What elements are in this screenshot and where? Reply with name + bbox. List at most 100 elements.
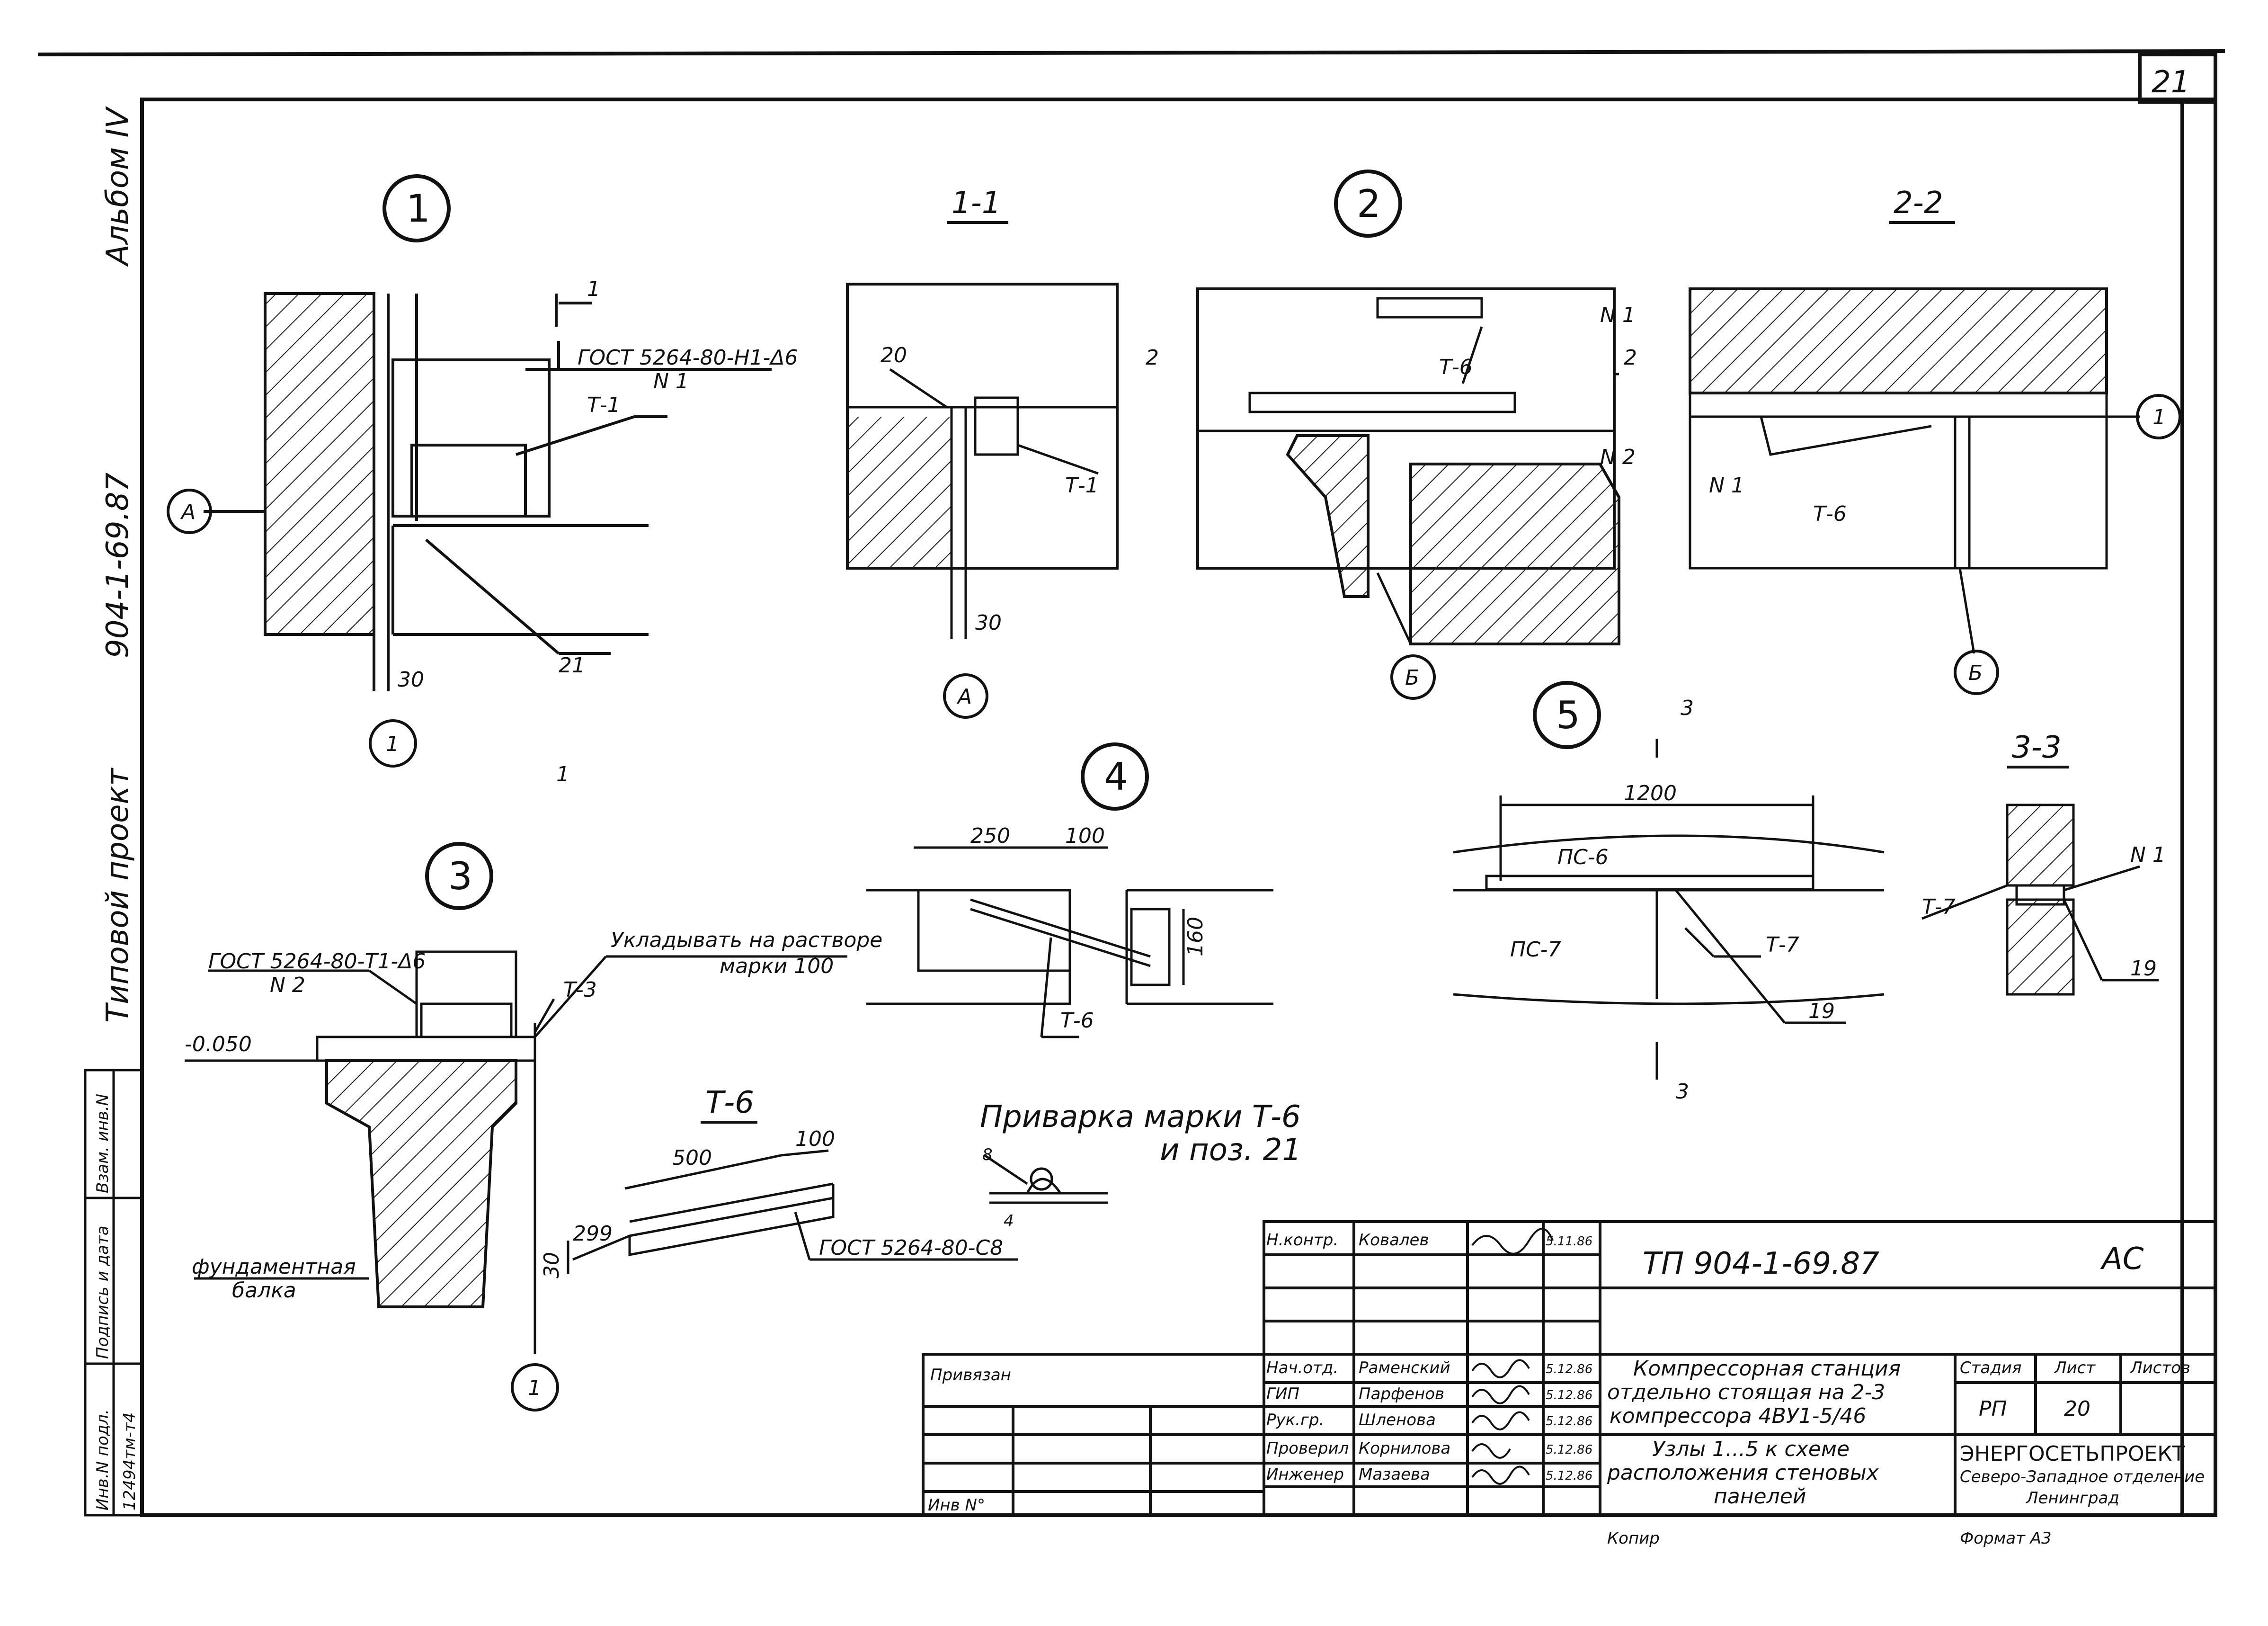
lay-mortar-1: Укладывать на растворе xyxy=(611,928,882,952)
stamp-title-2: отдельно стоящая на 2-3 xyxy=(1607,1380,1885,1404)
project-type-label: Типовой проект xyxy=(100,768,135,1023)
stage-header: Стадия xyxy=(1960,1358,2021,1377)
axis-a-label-1: А xyxy=(180,500,196,524)
p19-label-s33: 19 xyxy=(2130,956,2157,981)
axis-1-marker xyxy=(369,719,417,768)
detail-2: 2 Б Т-6 N 1 N 2 2 2 xyxy=(1146,170,1637,700)
n1-label-s22: N 1 xyxy=(1709,474,1744,498)
detail-2-left-hatch xyxy=(1286,434,1370,598)
dim-100-t6: 100 xyxy=(795,1127,835,1151)
dim-1200: 1200 xyxy=(1624,781,1677,805)
axis-b-label-2: Б xyxy=(1968,661,1983,685)
axis-1-label: 1 xyxy=(386,732,399,756)
org-name: ЭНЕРГОСЕТЬПРОЕКТ xyxy=(1960,1442,2185,1466)
format-label: Формат А3 xyxy=(1960,1529,2052,1548)
detail-4-marker xyxy=(1081,742,1149,811)
date-4: 5.12.86 xyxy=(1546,1443,1592,1457)
section-1-1-title: 1-1 xyxy=(952,186,1001,221)
t6-label-d2: Т-6 xyxy=(1439,355,1473,379)
stamp-sheet-title-1: Узлы 1...5 к схеме xyxy=(1652,1437,1850,1461)
stage-value: РП xyxy=(1979,1397,2007,1421)
role-5: Инженер xyxy=(1266,1465,1344,1484)
detail-3-marker xyxy=(425,842,493,910)
axis-1-marker-s22 xyxy=(2136,394,2181,439)
sheet-no-value: 20 xyxy=(2064,1397,2090,1421)
detail-4-number: 4 xyxy=(1104,755,1128,799)
date-1: 5.12.86 xyxy=(1546,1362,1592,1376)
dim-30-s11: 30 xyxy=(975,611,1002,635)
stamp-designation: ТП 904-1-69.87 xyxy=(1643,1246,1879,1281)
level-mark: -0.050 xyxy=(185,1032,252,1056)
stamp-title-3: компрессора 4ВУ1-5/46 xyxy=(1610,1404,1866,1428)
section-3-3-title: 3-3 xyxy=(2012,730,2062,765)
stamp-sheet-title-2: расположения стеновых xyxy=(1607,1461,1879,1485)
axis-1-label-d3: 1 xyxy=(528,1376,541,1400)
axis-a-marker-2 xyxy=(943,673,988,719)
name-2: Парфенов xyxy=(1359,1385,1444,1403)
section-3-3-lower xyxy=(2006,898,2075,996)
detail-5-marker xyxy=(1533,681,1601,749)
p19-label-d5: 19 xyxy=(1808,999,1835,1023)
name-0: Ковалев xyxy=(1359,1231,1429,1250)
section-1-1: 1-1 А 20 Т-1 30 xyxy=(846,186,1119,719)
dim-8: 8 xyxy=(982,1145,993,1164)
dim-250: 250 xyxy=(970,824,1010,848)
section-3-3-upper xyxy=(2006,804,2075,887)
dim-299: 299 xyxy=(573,1222,613,1246)
dim-30-d1: 30 xyxy=(398,668,424,692)
page-number: 21 xyxy=(2152,65,2190,100)
ps6-label: ПС-6 xyxy=(1557,845,1609,869)
cut-1-top: 1 xyxy=(587,277,600,301)
t6-element: Т-6 500 100 299 30 ГОСТ 5264-80-С8 xyxy=(540,1085,1018,1278)
gost-c8-label: ГОСТ 5264-80-С8 xyxy=(819,1236,1003,1260)
project-code-vertical: 904-1-69.87 xyxy=(100,472,135,658)
dim-160: 160 xyxy=(1183,917,1208,956)
date-3: 5.12.86 xyxy=(1546,1414,1592,1429)
section-2-2-title: 2-2 xyxy=(1894,186,1943,221)
stamp-mark: АС xyxy=(2100,1242,2144,1277)
detail-3-number: 3 xyxy=(448,854,472,898)
beam-label-1: фундаментная xyxy=(192,1255,356,1279)
n2-label-d2: N 2 xyxy=(1600,445,1636,469)
section-2-2: 2-2 1 Б N 1 Т-6 xyxy=(1689,186,2181,695)
weld-title-2: и поз. 21 xyxy=(1160,1133,1301,1168)
org-city: Ленинград xyxy=(2025,1489,2119,1508)
wall-hatched xyxy=(264,292,375,636)
name-5: Мазаева xyxy=(1359,1465,1430,1484)
t1-label-s11: Т-1 xyxy=(1065,474,1099,498)
date-2: 5.12.86 xyxy=(1546,1388,1592,1403)
privyazan-label: Привязан xyxy=(930,1366,1011,1385)
sheet-header: Лист xyxy=(2054,1358,2096,1377)
section-1-1-hatch xyxy=(847,417,952,568)
role-4: Проверил xyxy=(1266,1439,1349,1458)
n1-label-d2: N 1 xyxy=(1600,303,1636,327)
side-label-inv: Инв.N подл. xyxy=(93,1409,112,1510)
stamp-sheet-title-3: панелей xyxy=(1714,1484,1806,1509)
axis-b-marker-2 xyxy=(1954,650,1999,695)
axis-a-label-2: А xyxy=(956,685,972,709)
axis-a-marker xyxy=(167,489,212,534)
cut-3-bottom: 3 xyxy=(1676,1080,1689,1104)
role-0: Н.контр. xyxy=(1266,1231,1338,1250)
dim-4: 4 xyxy=(1004,1212,1014,1231)
detail-4: 4 250 100 160 Т-6 xyxy=(866,742,1273,1038)
side-label-signature: Подпись и дата xyxy=(93,1225,112,1359)
axis-b-marker-1 xyxy=(1390,654,1436,700)
t7-label-d5: Т-7 xyxy=(1766,933,1799,957)
gost-71-label: ГОСТ 5264-80-Т1-Δ6 xyxy=(208,949,426,974)
inv-label: Инв N° xyxy=(928,1496,985,1515)
t1-label-d1: Т-1 xyxy=(587,393,621,417)
p21-label: 21 xyxy=(559,653,585,678)
detail-2-number: 2 xyxy=(1357,182,1381,226)
detail-5-number: 5 xyxy=(1556,693,1580,737)
section-2-2-hatch xyxy=(1689,287,2108,394)
t6-label-s22: Т-6 xyxy=(1813,502,1847,526)
lay-mortar-2: марки 100 xyxy=(720,954,834,978)
weld-title-1: Приварка марки Т-6 xyxy=(980,1099,1301,1135)
detail-2-lower-hatch xyxy=(1409,463,1620,645)
detail-3: 3 1 ГОСТ 5264-80-Т1-Δ6 N 2 Т-3 Укладыват… xyxy=(185,842,882,1412)
dim-100-d4: 100 xyxy=(1065,824,1105,848)
detail-1-marker xyxy=(382,174,451,242)
n1-label-d1: N 1 xyxy=(653,369,689,393)
cut-3-top: 3 xyxy=(1681,696,1694,720)
